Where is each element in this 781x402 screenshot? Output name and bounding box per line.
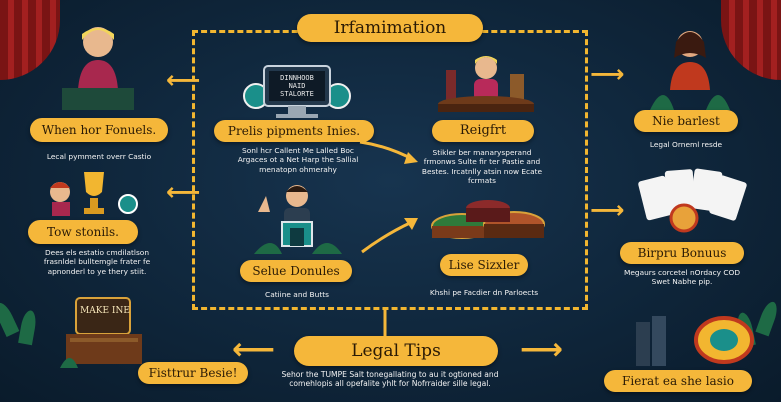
title-banner: Irfamimation [297,14,483,42]
curved-arrow-icon [361,218,418,254]
roulette-tables-illustration [431,200,545,239]
nie-barlest-caption: Legal Orneml resde [649,140,723,149]
birpru-bonuus-label: Birpru Bonuus [620,242,744,264]
fisttrur-besie-label: Fisttrur Besie! [138,362,248,384]
playing-cards-illustration [638,168,747,233]
when-hor-fonuels-label: When hor Fonuels. [30,118,168,142]
nie-barlest-label: Nie barlest [634,110,738,132]
host-podium-illustration [254,185,342,254]
lise-sizxler-label: Lise Sizxler [440,254,528,276]
left-curtain [0,0,60,80]
make-ine-booth-illustration [60,297,142,368]
slot-machine-monitor-illustration [243,65,351,118]
when-hor-fonuels-caption: Lecal pymment overr Castio [46,152,152,161]
arrow-right-icon: ⟶ [520,332,564,367]
make-ine-sign-text: MAKE INE [80,306,130,316]
right-curtain [721,0,781,80]
arrow-right-icon: ⟶ [590,196,625,224]
monitor-sign-text: DINNHOOB NAID STALORTE [280,74,314,98]
hostess-portrait-illustration [62,27,134,110]
tow-stonils-label: Tow stonils. [28,220,138,244]
prelis-pipments-label: Prelis pipments Inies. [214,120,374,142]
leaf-decoration [18,309,38,346]
arrow-left-icon: ⟵ [166,66,201,94]
legal-tips-banner: Legal Tips [294,336,498,366]
selue-donules-label: Selue Donules [240,260,352,282]
leaf-decoration [0,300,20,337]
prelis-pipments-caption: Sonl hcr Callent Me Lalled Boc Argaces o… [237,146,359,174]
reigfrt-caption: Stikler ber manarysperand frmonws Sulte … [421,148,543,186]
selue-donules-caption: Catiine and Butts [265,290,329,299]
fierat-ea-she-lasio-label: Fierat ea she lasio [604,370,752,392]
arrow-right-icon: ⟶ [590,60,625,88]
arrow-left-icon: ⟵ [232,332,276,367]
lise-sizxler-caption: Khshi pe Facdier dn Parloects [429,288,539,297]
arrow-left-icon: ⟵ [166,178,201,206]
dealer-table-illustration [438,56,534,112]
connector-line [383,310,387,336]
leaf-decoration [755,299,781,337]
legal-tips-caption: Sehor the TUMPE Salt tonegallating to au… [281,370,499,389]
tow-stonils-caption: Dees els estatio cmdilatlson frasnldel b… [43,248,151,276]
reigfrt-label: Reigfrt [432,120,534,142]
curved-arrow-icon [359,140,418,164]
birpru-bonuus-caption: Megaurs corcetel nOrdacy COD Swet Nabhe … [623,268,741,287]
slot-reel-illustration [636,316,754,366]
dealer-portrait-illustration [650,31,730,110]
trophy-poker-illustration [50,172,138,216]
